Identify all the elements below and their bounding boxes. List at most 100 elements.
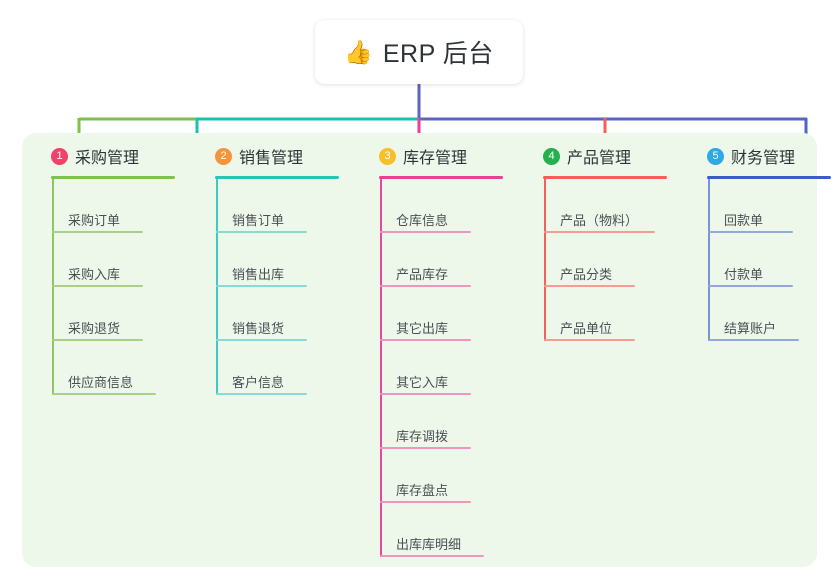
branch-item[interactable]: 销售订单	[199, 179, 363, 233]
branch-item-label: 采购订单	[68, 213, 121, 228]
branch-item-label: 产品分类	[560, 267, 613, 282]
branch-item-label: 客户信息	[232, 375, 285, 390]
branch-header-2[interactable]: 2 销售管理	[199, 133, 363, 179]
diagram-panel	[22, 133, 817, 567]
branch-item-underline	[708, 231, 793, 233]
branch-header-3[interactable]: 3 库存管理	[363, 133, 527, 179]
root-node-title: ERP 后台	[382, 40, 494, 68]
branch-item-label: 结算账户	[724, 321, 777, 336]
branch-column-1: 1 采购管理采购订单采购入库采购退货供应商信息	[35, 133, 199, 567]
branch-item[interactable]: 出库库明细	[363, 503, 527, 557]
branch-item-label: 采购退货	[68, 321, 121, 336]
branch-item[interactable]: 结算账户	[691, 287, 839, 341]
branch-item[interactable]: 其它出库	[363, 287, 527, 341]
branch-header-5[interactable]: 5 财务管理	[691, 133, 839, 179]
branch-item-underline	[380, 555, 484, 557]
branch-item-underline	[216, 285, 307, 287]
branch-header-4[interactable]: 4 产品管理	[527, 133, 691, 179]
branch-item-underline	[544, 339, 635, 341]
branch-item-label: 销售订单	[232, 213, 285, 228]
branch-title: 采购管理	[75, 150, 140, 167]
branch-underline	[543, 176, 667, 179]
branch-item-underline	[708, 339, 799, 341]
branch-title: 产品管理	[567, 150, 632, 167]
branch-item[interactable]: 销售退货	[199, 287, 363, 341]
branch-items: 产品（物料） 产品分类产品单位	[527, 179, 691, 341]
branch-item-underline	[380, 501, 471, 503]
branch-item-label: 库存调拨	[396, 429, 449, 444]
branch-column-3: 3 库存管理仓库信息产品库存其它出库其它入库库存调拨库存盘点出库库明细	[363, 133, 527, 567]
root-node-card[interactable]: 👍 ERP 后台	[315, 20, 523, 84]
branch-item-label: 出库库明细	[396, 537, 462, 552]
branch-item-underline	[380, 447, 471, 449]
branch-item[interactable]: 仓库信息	[363, 179, 527, 233]
branch-item-label: 采购入库	[68, 267, 121, 282]
branch-title: 库存管理	[403, 150, 468, 167]
branch-item-label: 供应商信息	[68, 375, 134, 390]
branch-items: 采购订单采购入库采购退货供应商信息	[35, 179, 199, 395]
branch-underline	[379, 176, 503, 179]
branch-item[interactable]: 产品库存	[363, 233, 527, 287]
branch-items: 回款单付款单结算账户	[691, 179, 839, 341]
branch-title: 财务管理	[731, 150, 796, 167]
branch-spine	[216, 179, 218, 395]
branch-underline	[51, 176, 175, 179]
branch-number-badge: 1	[51, 147, 68, 165]
branch-item-label: 销售出库	[232, 267, 285, 282]
branch-number-badge: 2	[215, 147, 232, 165]
branch-item[interactable]: 销售出库	[199, 233, 363, 287]
branch-item[interactable]: 客户信息	[199, 341, 363, 395]
branch-item-underline	[544, 231, 655, 233]
branch-item[interactable]: 其它入库	[363, 341, 527, 395]
branch-item[interactable]: 供应商信息	[35, 341, 199, 395]
branch-underline	[215, 176, 339, 179]
branch-item-underline	[52, 393, 156, 395]
branch-item-underline	[708, 285, 793, 287]
branch-item-underline	[380, 231, 471, 233]
branch-item-label: 产品（物料）	[560, 213, 639, 228]
branch-header-1[interactable]: 1 采购管理	[35, 133, 199, 179]
branch-item-label: 其它入库	[396, 375, 449, 390]
branch-item-label: 产品单位	[560, 321, 613, 336]
branch-item[interactable]: 采购入库	[35, 233, 199, 287]
branch-spine	[380, 179, 382, 557]
branch-item-label: 销售退货	[232, 321, 285, 336]
branch-item[interactable]: 产品分类	[527, 233, 691, 287]
branch-column-5: 5 财务管理回款单付款单结算账户	[691, 133, 839, 567]
branch-number-badge: 5	[707, 147, 724, 165]
branch-item-underline	[380, 339, 471, 341]
branch-item-underline	[380, 393, 471, 395]
branch-item-label: 其它出库	[396, 321, 449, 336]
branch-spine	[52, 179, 54, 395]
branch-item-label: 回款单	[724, 213, 764, 228]
branch-items: 销售订单销售出库销售退货客户信息	[199, 179, 363, 395]
branch-item-underline	[216, 231, 307, 233]
branch-columns: 1 采购管理采购订单采购入库采购退货供应商信息 2 销售管理销售订单销售出库销售退货客…	[22, 133, 831, 567]
branch-spine	[544, 179, 546, 341]
branch-item[interactable]: 付款单	[691, 233, 839, 287]
thumbs-up-icon: 👍	[344, 38, 373, 65]
branch-item-underline	[52, 339, 143, 341]
branch-item[interactable]: 采购订单	[35, 179, 199, 233]
branch-item-underline	[216, 393, 307, 395]
branch-column-2: 2 销售管理销售订单销售出库销售退货客户信息	[199, 133, 363, 567]
branch-item-underline	[52, 285, 143, 287]
branch-number-badge: 3	[379, 147, 396, 165]
branch-item[interactable]: 库存盘点	[363, 449, 527, 503]
branch-spine	[708, 179, 710, 341]
branch-item[interactable]: 库存调拨	[363, 395, 527, 449]
branch-item-underline	[52, 231, 143, 233]
branch-item[interactable]: 采购退货	[35, 287, 199, 341]
branch-item-underline	[380, 285, 471, 287]
branch-item[interactable]: 产品单位	[527, 287, 691, 341]
branch-item[interactable]: 回款单	[691, 179, 839, 233]
branch-number-badge: 4	[543, 147, 560, 165]
branch-item-underline	[544, 285, 635, 287]
branch-item-label: 产品库存	[396, 267, 449, 282]
branch-items: 仓库信息产品库存其它出库其它入库库存调拨库存盘点出库库明细	[363, 179, 527, 557]
branch-title: 销售管理	[239, 150, 304, 167]
branch-item[interactable]: 产品（物料）	[527, 179, 691, 233]
branch-underline	[707, 176, 831, 179]
branch-item-label: 仓库信息	[396, 213, 449, 228]
branch-item-underline	[216, 339, 307, 341]
